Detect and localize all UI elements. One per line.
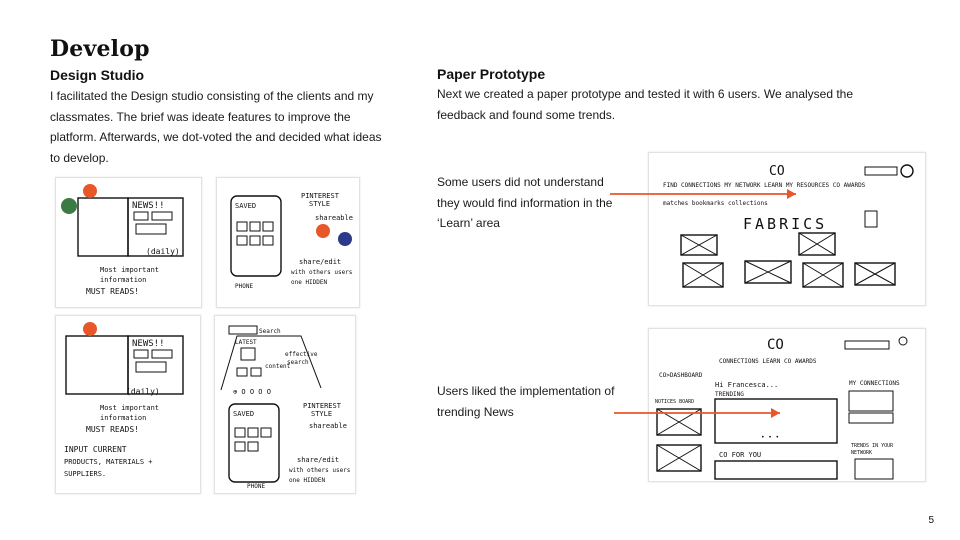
svg-text:FIND CONNECTIONS MY NETWORK: FIND CONNECTIONS MY NETWORK LEARN MY RES… xyxy=(663,182,866,189)
svg-text:TRENDS IN YOUR: TRENDS IN YOUR xyxy=(851,443,894,449)
paper-prototype-description: Next we created a paper prototype and te… xyxy=(437,87,854,122)
pinterest-phone-sketch-image: SAVED PHONE PINTEREST STYLE shareable sh… xyxy=(216,177,360,308)
svg-text:MUST READS!: MUST READS! xyxy=(86,287,139,296)
svg-text:CO FOR YOU: CO FOR YOU xyxy=(719,451,761,459)
page-title: Develop xyxy=(50,36,150,62)
paper-prototype-heading: Paper Prototype xyxy=(437,66,546,82)
svg-text:one HIDDEN: one HIDDEN xyxy=(289,477,326,484)
svg-text:information: information xyxy=(100,276,146,284)
svg-text:one HIDDEN: one HIDDEN xyxy=(291,279,328,286)
search-phone-sketch-image: Search LATEST content effective search ⊕… xyxy=(214,315,356,494)
prototype-trending-sketch-image: CO CONNECTIONS LEARN CO AWARDS CO>DASHBO… xyxy=(648,328,926,482)
news-input-sketch-image: NEWS!! (daily) Most important informatio… xyxy=(55,315,201,494)
design-studio-description: I facilitated the Design studio consisti… xyxy=(50,89,382,165)
design-studio-heading: Design Studio xyxy=(50,67,145,83)
news-sketch-image: NEWS!! (daily) Most important informatio… xyxy=(55,177,202,308)
svg-text:LATEST: LATEST xyxy=(235,339,257,346)
svg-text:shareable: shareable xyxy=(309,422,347,430)
finding-trending-news: Users liked the implementation of trendi… xyxy=(437,384,615,419)
finding-learn-area: Some users did not understand they would… xyxy=(437,175,613,230)
svg-text:MUST READS!: MUST READS! xyxy=(86,425,139,434)
prototype-learn-sketch-image: CO FIND CONNECTIONS MY NETWORK LEARN MY … xyxy=(648,152,926,306)
svg-text:⊕ O O O O: ⊕ O O O O xyxy=(233,388,271,396)
svg-text:NEWS!!: NEWS!! xyxy=(132,339,165,349)
svg-text:Search: Search xyxy=(259,328,281,335)
svg-text:(daily): (daily) xyxy=(126,387,160,396)
svg-text:NOTICES BOARD: NOTICES BOARD xyxy=(655,399,694,405)
svg-text:Most important: Most important xyxy=(100,404,159,412)
svg-text:• • •: • • • xyxy=(761,434,779,441)
svg-text:CONNECTIONS LEARN CO AWARDS: CONNECTIONS LEARN CO AWARDS xyxy=(719,358,817,365)
svg-text:content: content xyxy=(265,363,291,370)
svg-text:Hi Francesca...: Hi Francesca... xyxy=(715,381,778,389)
svg-text:effective: effective xyxy=(285,351,318,358)
svg-text:STYLE: STYLE xyxy=(309,200,330,208)
svg-text:share/edit: share/edit xyxy=(297,456,339,464)
svg-text:FABRICS: FABRICS xyxy=(743,215,827,233)
finding-1-arrow xyxy=(610,189,796,199)
svg-text:information: information xyxy=(100,414,146,422)
svg-text:NEWS!!: NEWS!! xyxy=(132,201,165,211)
svg-text:PHONE: PHONE xyxy=(247,483,265,490)
finding-2-arrow xyxy=(614,408,780,418)
svg-text:search: search xyxy=(287,359,309,366)
svg-text:SUPPLIERS.: SUPPLIERS. xyxy=(64,470,106,478)
svg-text:SAVED: SAVED xyxy=(233,410,254,418)
svg-text:STYLE: STYLE xyxy=(311,410,332,418)
svg-text:PINTEREST: PINTEREST xyxy=(301,192,340,200)
svg-text:(daily): (daily) xyxy=(146,247,180,256)
svg-text:MY CONNECTIONS: MY CONNECTIONS xyxy=(849,380,900,387)
svg-text:PRODUCTS, MATERIALS +: PRODUCTS, MATERIALS + xyxy=(64,458,153,466)
page-number: 5 xyxy=(928,515,934,526)
svg-text:NETWORK: NETWORK xyxy=(851,450,872,456)
svg-text:SAVED: SAVED xyxy=(235,202,256,210)
svg-text:CO: CO xyxy=(767,337,784,353)
svg-text:PINTEREST: PINTEREST xyxy=(303,402,342,410)
svg-text:CO: CO xyxy=(769,164,785,179)
svg-text:with others users: with others users xyxy=(289,467,351,474)
svg-text:INPUT CURRENT: INPUT CURRENT xyxy=(64,445,127,454)
svg-text:PHONE: PHONE xyxy=(235,283,253,290)
svg-text:with others users: with others users xyxy=(291,269,353,276)
svg-text:share/edit: share/edit xyxy=(299,258,341,266)
svg-text:CO>DASHBOARD: CO>DASHBOARD xyxy=(659,372,703,379)
svg-text:Most important: Most important xyxy=(100,266,159,274)
svg-text:shareable: shareable xyxy=(315,214,353,222)
svg-text:TRENDING: TRENDING xyxy=(715,391,744,398)
svg-text:matches bookmarks collection: matches bookmarks collections xyxy=(663,200,768,207)
